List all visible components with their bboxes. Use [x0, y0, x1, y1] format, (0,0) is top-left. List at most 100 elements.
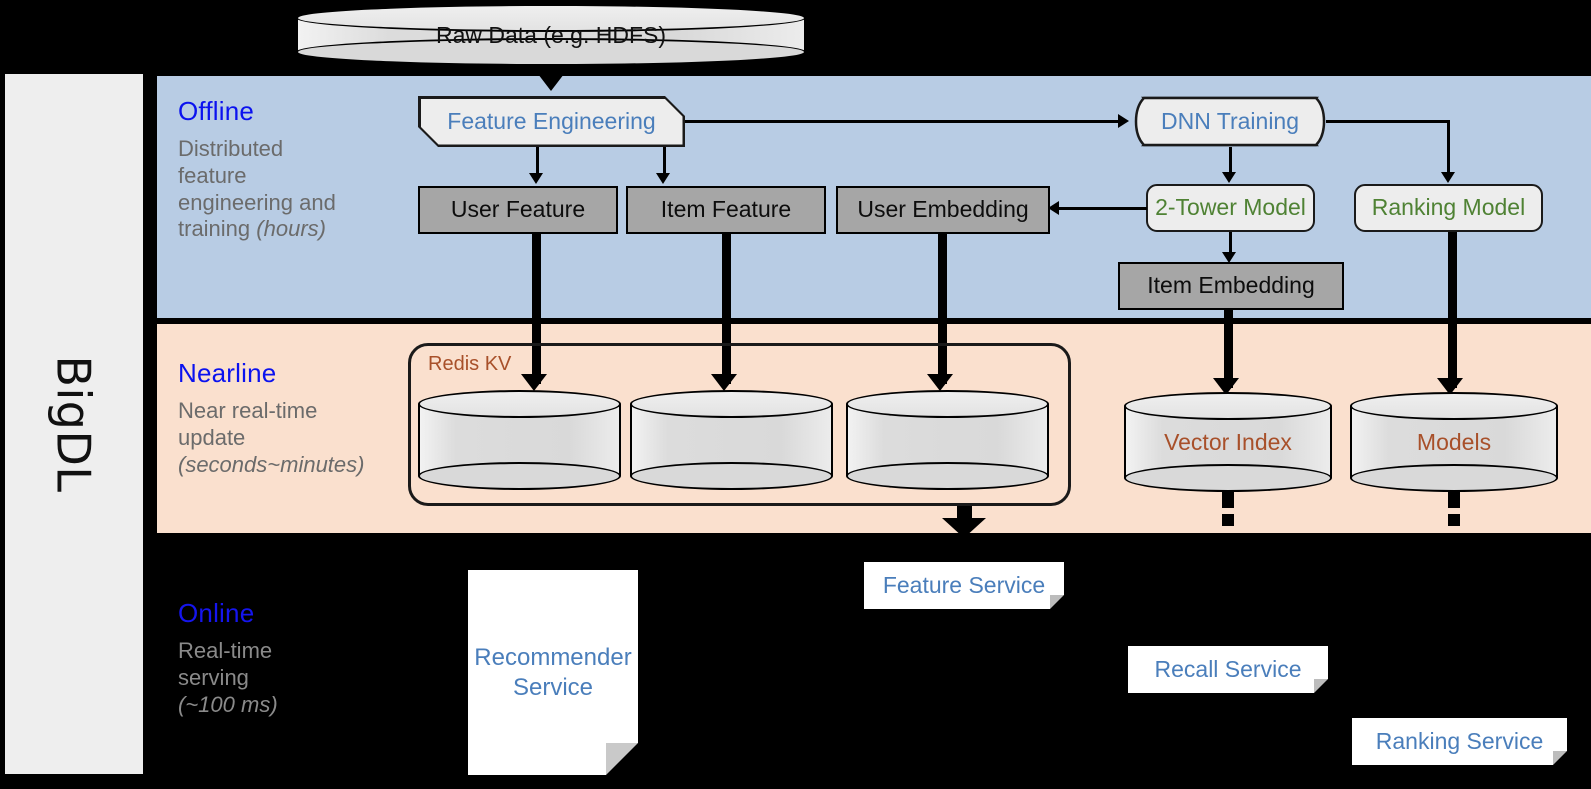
connector-itemfeature-store	[722, 234, 731, 384]
cylinder-bottom	[846, 462, 1049, 490]
redis-store-cylinder-3[interactable]	[846, 390, 1049, 490]
offline-sub-line1: Distributed	[178, 136, 284, 161]
recommender-service-line2: Service	[512, 673, 594, 701]
feature-service-label: Feature Service	[882, 572, 1046, 599]
page-fold-icon	[1050, 595, 1064, 609]
offline-sub-line3: engineering and	[178, 189, 336, 215]
nearline-band-label: Nearline Near real-time update (seconds~…	[178, 358, 413, 478]
arrowhead-dnn-ranking-icon	[1441, 172, 1455, 183]
page-fold-icon	[1553, 751, 1567, 765]
item-feature-node[interactable]: Item Feature	[626, 186, 826, 234]
redis-kv-group	[408, 343, 1071, 506]
online-band-label: Online Real-time serving (~100 ms)	[178, 598, 413, 718]
recall-service-node[interactable]: Recall Service	[1128, 646, 1328, 693]
cylinder-bottom	[296, 38, 806, 66]
recommender-service-node[interactable]: Recommender Service	[468, 570, 638, 775]
connector-redis-featureservice-stub	[957, 506, 972, 521]
item-embedding-label: Item Embedding	[1147, 272, 1315, 299]
arrowhead-fe-itemfeature-icon	[656, 173, 670, 184]
online-sub-line1: Real-time	[178, 638, 273, 663]
user-feature-label: User Feature	[450, 196, 586, 223]
cylinder-top	[630, 390, 833, 418]
models-label: Models	[1416, 428, 1492, 455]
nearline-title: Nearline	[178, 358, 277, 388]
dnn-training-node[interactable]: DNN Training	[1134, 96, 1326, 147]
redis-store-cylinder-2[interactable]	[630, 390, 833, 490]
feature-service-node[interactable]: Feature Service	[864, 562, 1064, 609]
raw-data-label: Raw Data (e.g. HDFS)	[435, 21, 667, 48]
connector-dnn-ranking-h	[1326, 120, 1450, 123]
redis-store-cylinder-1[interactable]	[418, 390, 621, 490]
arrowhead-fe-userfeature-icon	[529, 173, 543, 184]
online-title: Online	[178, 598, 255, 628]
nearline-sub-line1: Near real-time	[178, 398, 318, 423]
ranking-model-label: Ranking Model	[1371, 194, 1526, 221]
offline-sub-italic: (hours)	[256, 216, 326, 242]
online-sub-line2: serving	[178, 664, 249, 690]
arrowhead-twotower-itemembedding-icon	[1222, 252, 1236, 263]
connector-dnn-twotower	[1229, 147, 1232, 177]
offline-sub-line4: training	[178, 216, 257, 242]
arrowhead-itemembedding-vectorindex-icon	[1213, 378, 1239, 395]
user-feature-node[interactable]: User Feature	[418, 186, 618, 234]
arrowhead-dnn-twotower-icon	[1222, 172, 1236, 183]
raw-data-cylinder: Raw Data (e.g. HDFS)	[296, 4, 806, 66]
nearline-subtitle: Near real-time update (seconds~minutes)	[178, 398, 408, 478]
connector-fe-dnn	[685, 120, 1122, 123]
connector-itemembedding-vectorindex	[1224, 310, 1233, 388]
arrowhead-userfeature-store-icon	[521, 374, 547, 391]
offline-sub-line2: feature	[178, 162, 247, 188]
connector-fe-itemfeature	[663, 147, 666, 177]
dnn-training-label: DNN Training	[1160, 107, 1300, 134]
connector-userfeature-store	[532, 234, 541, 384]
feature-engineering-label: Feature Engineering	[421, 99, 683, 145]
offline-band-label: Offline Distributed feature engineering …	[178, 96, 408, 243]
connector-twotower-userembedding	[1052, 207, 1147, 210]
item-embedding-node[interactable]: Item Embedding	[1118, 262, 1344, 310]
arrowhead-redis-featureservice-icon	[942, 518, 986, 538]
connector-vectorindex-recall-dash1	[1222, 490, 1234, 508]
connector-vectorindex-recall-dash2	[1222, 514, 1234, 526]
connector-rankingmodel-models	[1448, 232, 1457, 388]
cylinder-top	[296, 4, 806, 32]
connector-fe-userfeature	[536, 147, 539, 177]
connector-models-ranking-dash1	[1448, 490, 1460, 508]
recommender-service-label: Recommender Service	[468, 570, 638, 775]
redis-kv-label: Redis KV	[428, 353, 512, 375]
connector-models-ranking-dash2	[1448, 514, 1460, 526]
user-embedding-node[interactable]: User Embedding	[836, 186, 1050, 234]
cylinder-bottom	[630, 462, 833, 490]
connector-dnn-ranking-v	[1447, 120, 1450, 177]
arrowhead-twotower-userembedding-icon	[1048, 201, 1059, 215]
arrowhead-rankingmodel-models-icon	[1437, 378, 1463, 395]
arrowhead-rawdata-fe-icon	[538, 74, 564, 91]
bigdl-framework-rail: BigDL	[5, 74, 143, 774]
user-embedding-label: User Embedding	[857, 196, 1029, 223]
offline-subtitle: Distributed feature engineering and trai…	[178, 136, 408, 243]
vector-index-cylinder[interactable]: Vector Index	[1124, 392, 1332, 492]
models-cylinder[interactable]: Models	[1350, 392, 1558, 492]
ranking-model-node[interactable]: Ranking Model	[1354, 184, 1543, 232]
cylinder-top	[1350, 392, 1558, 420]
connector-twotower-itemembedding	[1229, 232, 1232, 256]
cylinder-top	[1124, 392, 1332, 420]
vector-index-label: Vector Index	[1164, 428, 1292, 455]
dnn-training-shape-icon	[1134, 96, 1326, 147]
nearline-sub-italic: (seconds~minutes)	[178, 451, 365, 477]
cylinder-top	[418, 390, 621, 418]
cylinder-bottom	[418, 462, 621, 490]
two-tower-model-label: 2-Tower Model	[1155, 194, 1306, 221]
arrowhead-itemfeature-store-icon	[711, 374, 737, 391]
ranking-service-node[interactable]: Ranking Service	[1352, 718, 1567, 765]
cylinder-top	[846, 390, 1049, 418]
recommender-service-line1: Recommender	[474, 643, 632, 671]
nearline-sub-line2: update	[178, 424, 246, 450]
ranking-service-label: Ranking Service	[1375, 728, 1544, 755]
two-tower-model-node[interactable]: 2-Tower Model	[1146, 184, 1315, 232]
connector-userembedding-store	[938, 234, 947, 384]
arrowhead-fe-dnn-icon	[1118, 114, 1129, 128]
online-sub-italic: (~100 ms)	[178, 691, 278, 717]
feature-engineering-node[interactable]: Feature Engineering	[418, 96, 685, 147]
page-fold-icon	[1314, 679, 1328, 693]
